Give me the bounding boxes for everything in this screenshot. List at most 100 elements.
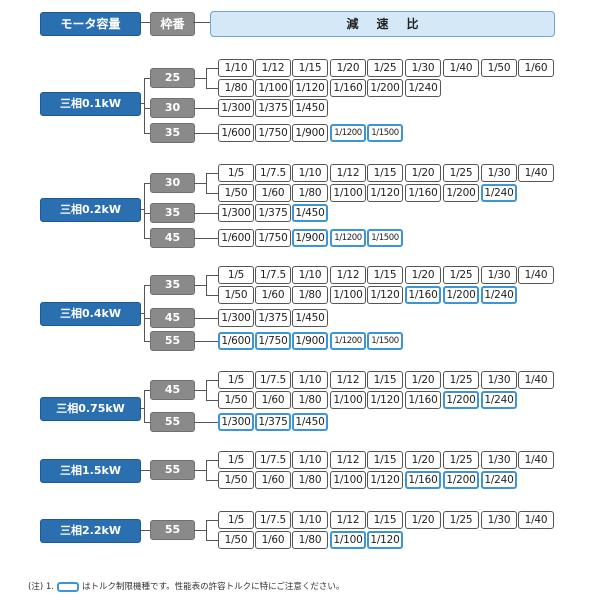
row-connector <box>206 422 218 423</box>
frame-number-label: 45 <box>150 308 195 328</box>
row-connector <box>206 520 218 521</box>
ratio-cell: 1/120 <box>367 391 403 409</box>
row-bracket-vertical <box>206 520 207 541</box>
ratio-cell: 1/375 <box>255 309 291 327</box>
frame-number-label: 45 <box>150 380 195 400</box>
ratio-cell: 1/7.5 <box>255 451 291 469</box>
ratio-cell: 1/15 <box>367 451 403 469</box>
ratio-cell: 1/30 <box>481 511 517 529</box>
ratio-cell: 1/60 <box>255 184 291 202</box>
bracket-branch <box>144 133 150 134</box>
frame-number-label: 30 <box>150 173 195 193</box>
ratio-cell-torque-limited: 1/160 <box>405 286 441 304</box>
row-connector <box>206 540 218 541</box>
frame-connector <box>194 133 206 134</box>
ratio-cell: 1/25 <box>367 59 403 77</box>
ratio-cell: 1/50 <box>218 391 254 409</box>
ratio-cell-torque-limited: 1/200 <box>443 471 479 489</box>
ratio-cell: 1/20 <box>405 266 441 284</box>
row-connector <box>206 380 218 381</box>
ratio-cell-torque-limited: 1/900 <box>292 229 328 247</box>
frame-number-label: 30 <box>150 98 195 118</box>
frame-connector <box>194 390 206 391</box>
bracket-branch <box>144 390 150 391</box>
ratio-cell: 1/50 <box>481 59 517 77</box>
row-connector <box>206 133 218 134</box>
ratio-cell: 1/80 <box>292 184 328 202</box>
ratio-cell: 1/12 <box>330 371 366 389</box>
bracket-branch <box>144 285 150 286</box>
ratio-cell: 1/100 <box>330 286 366 304</box>
ratio-cell: 1/5 <box>218 164 254 182</box>
ratio-cell-torque-limited: 1/240 <box>481 184 517 202</box>
ratio-cell: 1/25 <box>443 511 479 529</box>
ratio-cell-torque-limited: 1/1200 <box>330 229 366 247</box>
bracket-vertical <box>144 78 145 134</box>
row-bracket-vertical <box>206 173 207 194</box>
ratio-cell: 1/60 <box>255 286 291 304</box>
ratio-cell-torque-limited: 1/160 <box>405 471 441 489</box>
motor-capacity-label: 三相0.2kW <box>40 198 141 222</box>
ratio-cell-torque-limited: 1/900 <box>292 332 328 350</box>
ratio-cell: 1/120 <box>367 184 403 202</box>
ratio-cell: 1/5 <box>218 451 254 469</box>
ratio-cell: 1/40 <box>518 511 554 529</box>
ratio-cell: 1/160 <box>405 184 441 202</box>
ratio-cell-torque-limited: 1/1500 <box>367 229 403 247</box>
bracket-vertical <box>144 183 145 239</box>
footnote: (注) 1.はトルク制限機種です。性能表の許容トルクに特にご注意ください。 <box>28 580 344 592</box>
row-connector <box>206 400 218 401</box>
row-bracket-vertical <box>206 460 207 481</box>
frame-connector <box>194 318 206 319</box>
bracket-branch <box>144 183 150 184</box>
ratio-cell: 1/5 <box>218 511 254 529</box>
ratio-cell-torque-limited: 1/120 <box>367 531 403 549</box>
ratio-cell-torque-limited: 1/240 <box>481 391 517 409</box>
frame-connector <box>194 238 206 239</box>
ratio-cell: 1/30 <box>481 371 517 389</box>
motor-connector <box>139 530 144 531</box>
ratio-cell: 1/15 <box>367 266 403 284</box>
frame-connector <box>194 213 206 214</box>
ratio-cell: 1/40 <box>518 266 554 284</box>
ratio-cell: 1/80 <box>292 391 328 409</box>
row-connector <box>206 318 218 319</box>
ratio-cell: 1/10 <box>292 371 328 389</box>
ratio-cell: 1/50 <box>218 184 254 202</box>
ratio-cell: 1/12 <box>330 164 366 182</box>
ratio-cell: 1/40 <box>518 164 554 182</box>
frame-number-label: 35 <box>150 123 195 143</box>
ratio-cell-torque-limited: 1/600 <box>218 332 254 350</box>
bracket-branch <box>144 78 150 79</box>
frame-number-label: 35 <box>150 203 195 223</box>
ratio-cell: 1/25 <box>443 266 479 284</box>
ratio-cell-torque-limited: 1/1200 <box>330 332 366 350</box>
ratio-cell: 1/15 <box>367 164 403 182</box>
frame-connector <box>194 108 206 109</box>
ratio-cell-torque-limited: 1/1200 <box>330 124 366 142</box>
ratio-cell: 1/5 <box>218 266 254 284</box>
ratio-cell: 1/20 <box>405 164 441 182</box>
ratio-cell: 1/15 <box>292 59 328 77</box>
frame-number-label: 35 <box>150 275 195 295</box>
frame-connector <box>194 285 206 286</box>
ratio-cell-torque-limited: 1/750 <box>255 332 291 350</box>
ratio-cell: 1/80 <box>292 471 328 489</box>
ratio-cell: 1/100 <box>255 79 291 97</box>
ratio-cell: 1/50 <box>218 531 254 549</box>
ratio-cell-torque-limited: 1/200 <box>443 286 479 304</box>
row-connector <box>206 480 218 481</box>
footnote-prefix: (注) 1. <box>28 582 54 592</box>
ratio-cell: 1/60 <box>518 59 554 77</box>
ratio-cell: 1/100 <box>330 184 366 202</box>
row-connector <box>206 88 218 89</box>
frame-number-label: 25 <box>150 68 195 88</box>
ratio-cell: 1/450 <box>292 309 328 327</box>
row-connector <box>206 295 218 296</box>
ratio-cell: 1/375 <box>255 99 291 117</box>
ratio-cell: 1/200 <box>443 184 479 202</box>
ratio-cell: 1/10 <box>218 59 254 77</box>
frame-connector <box>194 470 206 471</box>
ratio-cell-torque-limited: 1/450 <box>292 413 328 431</box>
